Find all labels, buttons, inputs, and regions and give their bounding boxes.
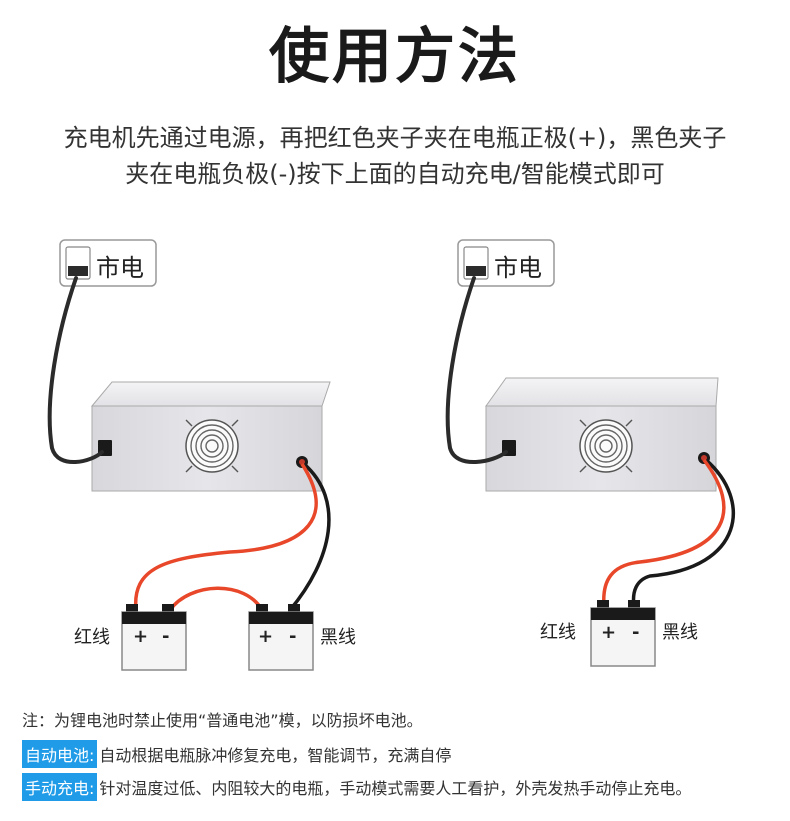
page-title: 使用方法 <box>269 22 521 92</box>
fan-grill-icon <box>579 419 633 473</box>
fan-grill-icon <box>185 419 239 473</box>
charger-left <box>90 381 331 492</box>
charger-right <box>485 377 719 492</box>
red-wire-right <box>602 458 726 607</box>
black-wire-label-left: 黑线 <box>320 627 356 648</box>
manual-mode-note: 手动充电:针对温度过低、内阻较大的电瓶，手动模式需要人工看护，外壳发热手动停止充… <box>22 773 691 801</box>
battery-minus-label: - <box>632 622 639 643</box>
power-cable-left <box>47 276 104 465</box>
wiring-diagram: 市电 + - + - 红线 黑线 市电 <box>47 239 735 671</box>
battery-plus-label: + <box>258 626 273 647</box>
auto-mode-text: 自动根据电瓶脉冲修复充电，智能调节，充满自停 <box>99 746 452 765</box>
battery-plus-label: + <box>601 622 616 643</box>
intro-line-1: 充电机先通过电源，再把红色夹子夹在电瓶正极(+)，黑色夹子 <box>63 124 727 152</box>
battery-plus-label: + <box>133 626 148 647</box>
red-wire-label-left: 红线 <box>74 627 110 648</box>
power-cable-right <box>445 276 508 465</box>
manual-mode-text: 针对温度过低、内阻较大的电瓶，手动模式需要人工看护，外壳发热手动停止充电。 <box>99 779 692 798</box>
black-wire-left <box>288 462 331 612</box>
intro-line-2: 夹在电瓶负极(-)按下上面的自动充电/智能模式即可 <box>125 160 665 188</box>
battery-minus-label: - <box>162 626 169 647</box>
battery-left-1: + - <box>121 604 187 671</box>
battery-left-2: + - <box>248 604 314 671</box>
manual-mode-tag: 手动充电: <box>22 773 98 801</box>
mains-label-left: 市电 <box>96 254 144 282</box>
mains-socket-right: 市电 <box>457 239 555 287</box>
auto-mode-tag: 自动电池: <box>22 740 98 768</box>
red-wire-left <box>134 463 318 611</box>
warning-note: 注：为锂电池时禁止使用“普通电池”模，以防损坏电池。 <box>22 711 423 730</box>
black-wire-label-right: 黑线 <box>662 622 698 643</box>
black-wire-right <box>631 458 735 607</box>
mains-socket-left: 市电 <box>59 239 157 287</box>
battery-right: + - <box>590 600 656 667</box>
red-wire-label-right: 红线 <box>540 622 576 643</box>
link-wire-left <box>168 586 264 612</box>
battery-minus-label: - <box>289 626 296 647</box>
mains-label-right: 市电 <box>494 254 542 282</box>
auto-mode-note: 自动电池:自动根据电瓶脉冲修复充电，智能调节，充满自停 <box>22 740 451 768</box>
